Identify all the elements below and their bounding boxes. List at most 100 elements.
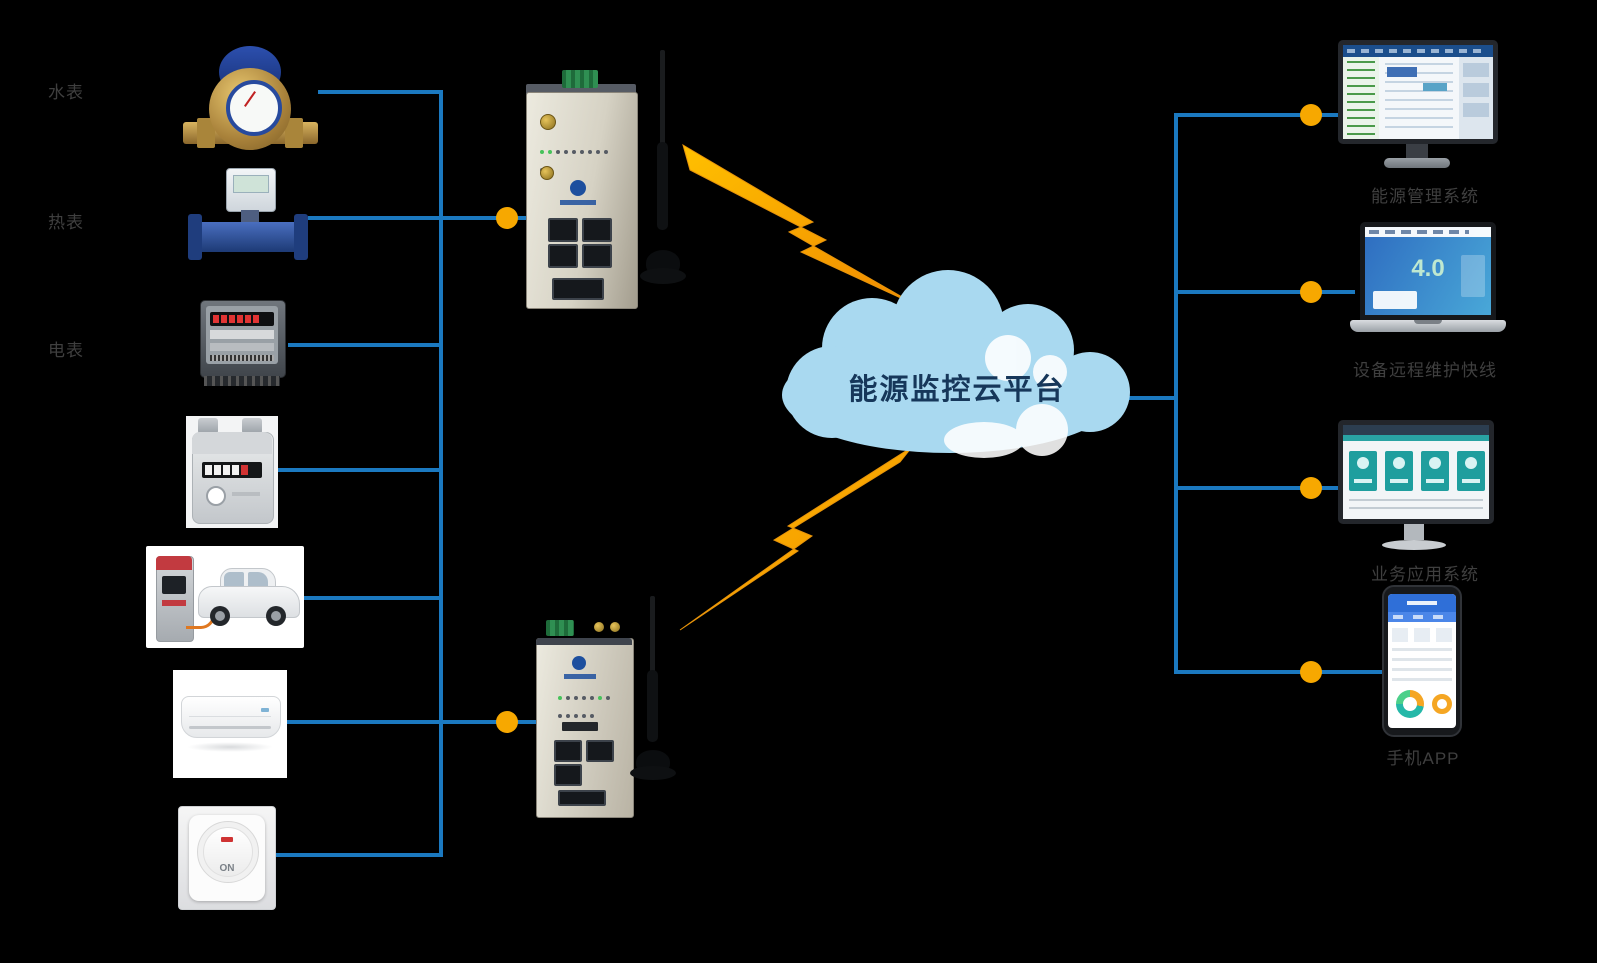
- monitor2-status-rows: [1349, 499, 1483, 515]
- monitor2-card-bar: [1462, 479, 1480, 483]
- led: [558, 714, 562, 718]
- electric-meter-label: 电表: [48, 341, 84, 360]
- router2-terminal-block: [546, 620, 574, 636]
- phone-screen: [1388, 594, 1456, 728]
- ac-vent: [189, 726, 271, 729]
- phone-header-title-bar: [1407, 601, 1437, 605]
- phone-donut-chart: [1396, 690, 1424, 718]
- heat-meter-image: [188, 168, 308, 268]
- electric-meter-barcode: [210, 355, 274, 361]
- counter-digit: [214, 465, 221, 475]
- led: [598, 696, 602, 700]
- digit-segment: [245, 315, 251, 323]
- digit-segment: [221, 315, 227, 323]
- router1-antenna-base: [640, 268, 686, 284]
- gateway-router-top-image: [518, 42, 693, 322]
- counter-digit-red: [241, 465, 248, 475]
- water-meter-dial: [226, 80, 282, 136]
- electric-meter-terminals: [204, 376, 280, 386]
- digit-segment: [237, 315, 243, 323]
- car-hub-rear: [271, 611, 281, 621]
- electric-meter-lcd: [210, 312, 274, 326]
- monitor1-header-menu: [1347, 49, 1487, 53]
- monitor1-tree-panel: [1343, 57, 1379, 139]
- charging-pile-top: [156, 556, 192, 570]
- lightning-bolt-bottom: [679, 446, 913, 631]
- car-wheel-front: [210, 606, 230, 626]
- remote-maintenance-laptop-image: 4.0: [1350, 222, 1506, 354]
- router1-ethernet-port: [548, 218, 578, 242]
- car-wheel-rear: [266, 606, 286, 626]
- laptop-card: [1373, 291, 1417, 309]
- router2-antenna-rod: [650, 596, 655, 692]
- phone-tab-bar: [1388, 612, 1456, 622]
- monitor1-chart-block2: [1423, 83, 1447, 91]
- heat-meter-lcd: [233, 175, 269, 193]
- router1-wlan-connector: [540, 166, 554, 180]
- laptop-navbar-items: [1369, 230, 1469, 234]
- phone-stat-row: [1392, 628, 1452, 642]
- switch-button: [203, 827, 253, 877]
- led: [590, 714, 594, 718]
- left-connector-lines: [274, 90, 540, 857]
- laptop-base: [1350, 320, 1506, 332]
- heat-meter-label: 热表: [48, 213, 84, 232]
- connection-dots: [496, 104, 1322, 733]
- monitor2-top-bar: [1343, 425, 1489, 435]
- router2-antenna-jack: [594, 622, 604, 632]
- router2-antenna-mid: [647, 670, 658, 742]
- phone-list-rows: [1392, 648, 1452, 682]
- heat-meter-neck: [241, 210, 259, 222]
- router1-top-face: [526, 84, 636, 94]
- laptop-navbar: [1365, 227, 1491, 237]
- led: [556, 150, 560, 154]
- charging-pile-screen: [162, 576, 186, 594]
- ac-panel-seam: [189, 716, 271, 717]
- monitor1-side-panel: [1459, 57, 1493, 139]
- laptop-screen: 4.0: [1365, 227, 1491, 315]
- cloud-shape: [782, 270, 1130, 453]
- led: [548, 150, 552, 154]
- gas-meter-pipe-left: [198, 418, 218, 434]
- router2-brand-logo: [572, 656, 586, 670]
- router1-ant-connector: [540, 114, 556, 130]
- ev-charging-station-image: [146, 546, 304, 648]
- lightning-bolt-top: [682, 143, 917, 306]
- phone-tabs: [1393, 615, 1451, 619]
- gas-meter-counter: [202, 462, 262, 478]
- cloud-highlights: [944, 335, 1068, 458]
- led: [604, 150, 608, 154]
- air-conditioner-image: [173, 670, 287, 778]
- led: [590, 696, 594, 700]
- car-window-rear: [248, 572, 268, 588]
- router1-brand-logo: [570, 180, 586, 196]
- water-meter-label: 水表: [48, 83, 84, 102]
- router2-brand-text-bar: [564, 674, 596, 679]
- counter-digit: [223, 465, 230, 475]
- led: [566, 714, 570, 718]
- monitor2-equipment-card: [1421, 451, 1449, 491]
- energy-management-label: 能源管理系统: [1371, 187, 1479, 206]
- led: [606, 696, 610, 700]
- laptop-headline-text: 4.0: [1411, 255, 1445, 282]
- router1-antenna-mid: [657, 142, 668, 230]
- ac-unit-body: [181, 696, 281, 738]
- router1-lower-ports: [552, 278, 604, 300]
- gas-meter-image: [186, 416, 278, 528]
- heat-meter-flange-left: [188, 214, 202, 260]
- led: [558, 696, 562, 700]
- monitor1-screen: [1343, 45, 1493, 139]
- router2-antenna-jack: [610, 622, 620, 632]
- gas-meter-pipe-right: [242, 418, 262, 434]
- led: [574, 714, 578, 718]
- gas-meter-label-line: [232, 492, 260, 496]
- monitor2-stand-base: [1382, 540, 1446, 550]
- led: [540, 150, 544, 154]
- router1-ethernet-port: [582, 218, 612, 242]
- remote-maintenance-label: 设备远程维护快线: [1353, 361, 1497, 380]
- lightning-bolts: [679, 143, 917, 631]
- led: [580, 150, 584, 154]
- router2-top-strip: [536, 638, 632, 645]
- phone-header: [1388, 594, 1456, 612]
